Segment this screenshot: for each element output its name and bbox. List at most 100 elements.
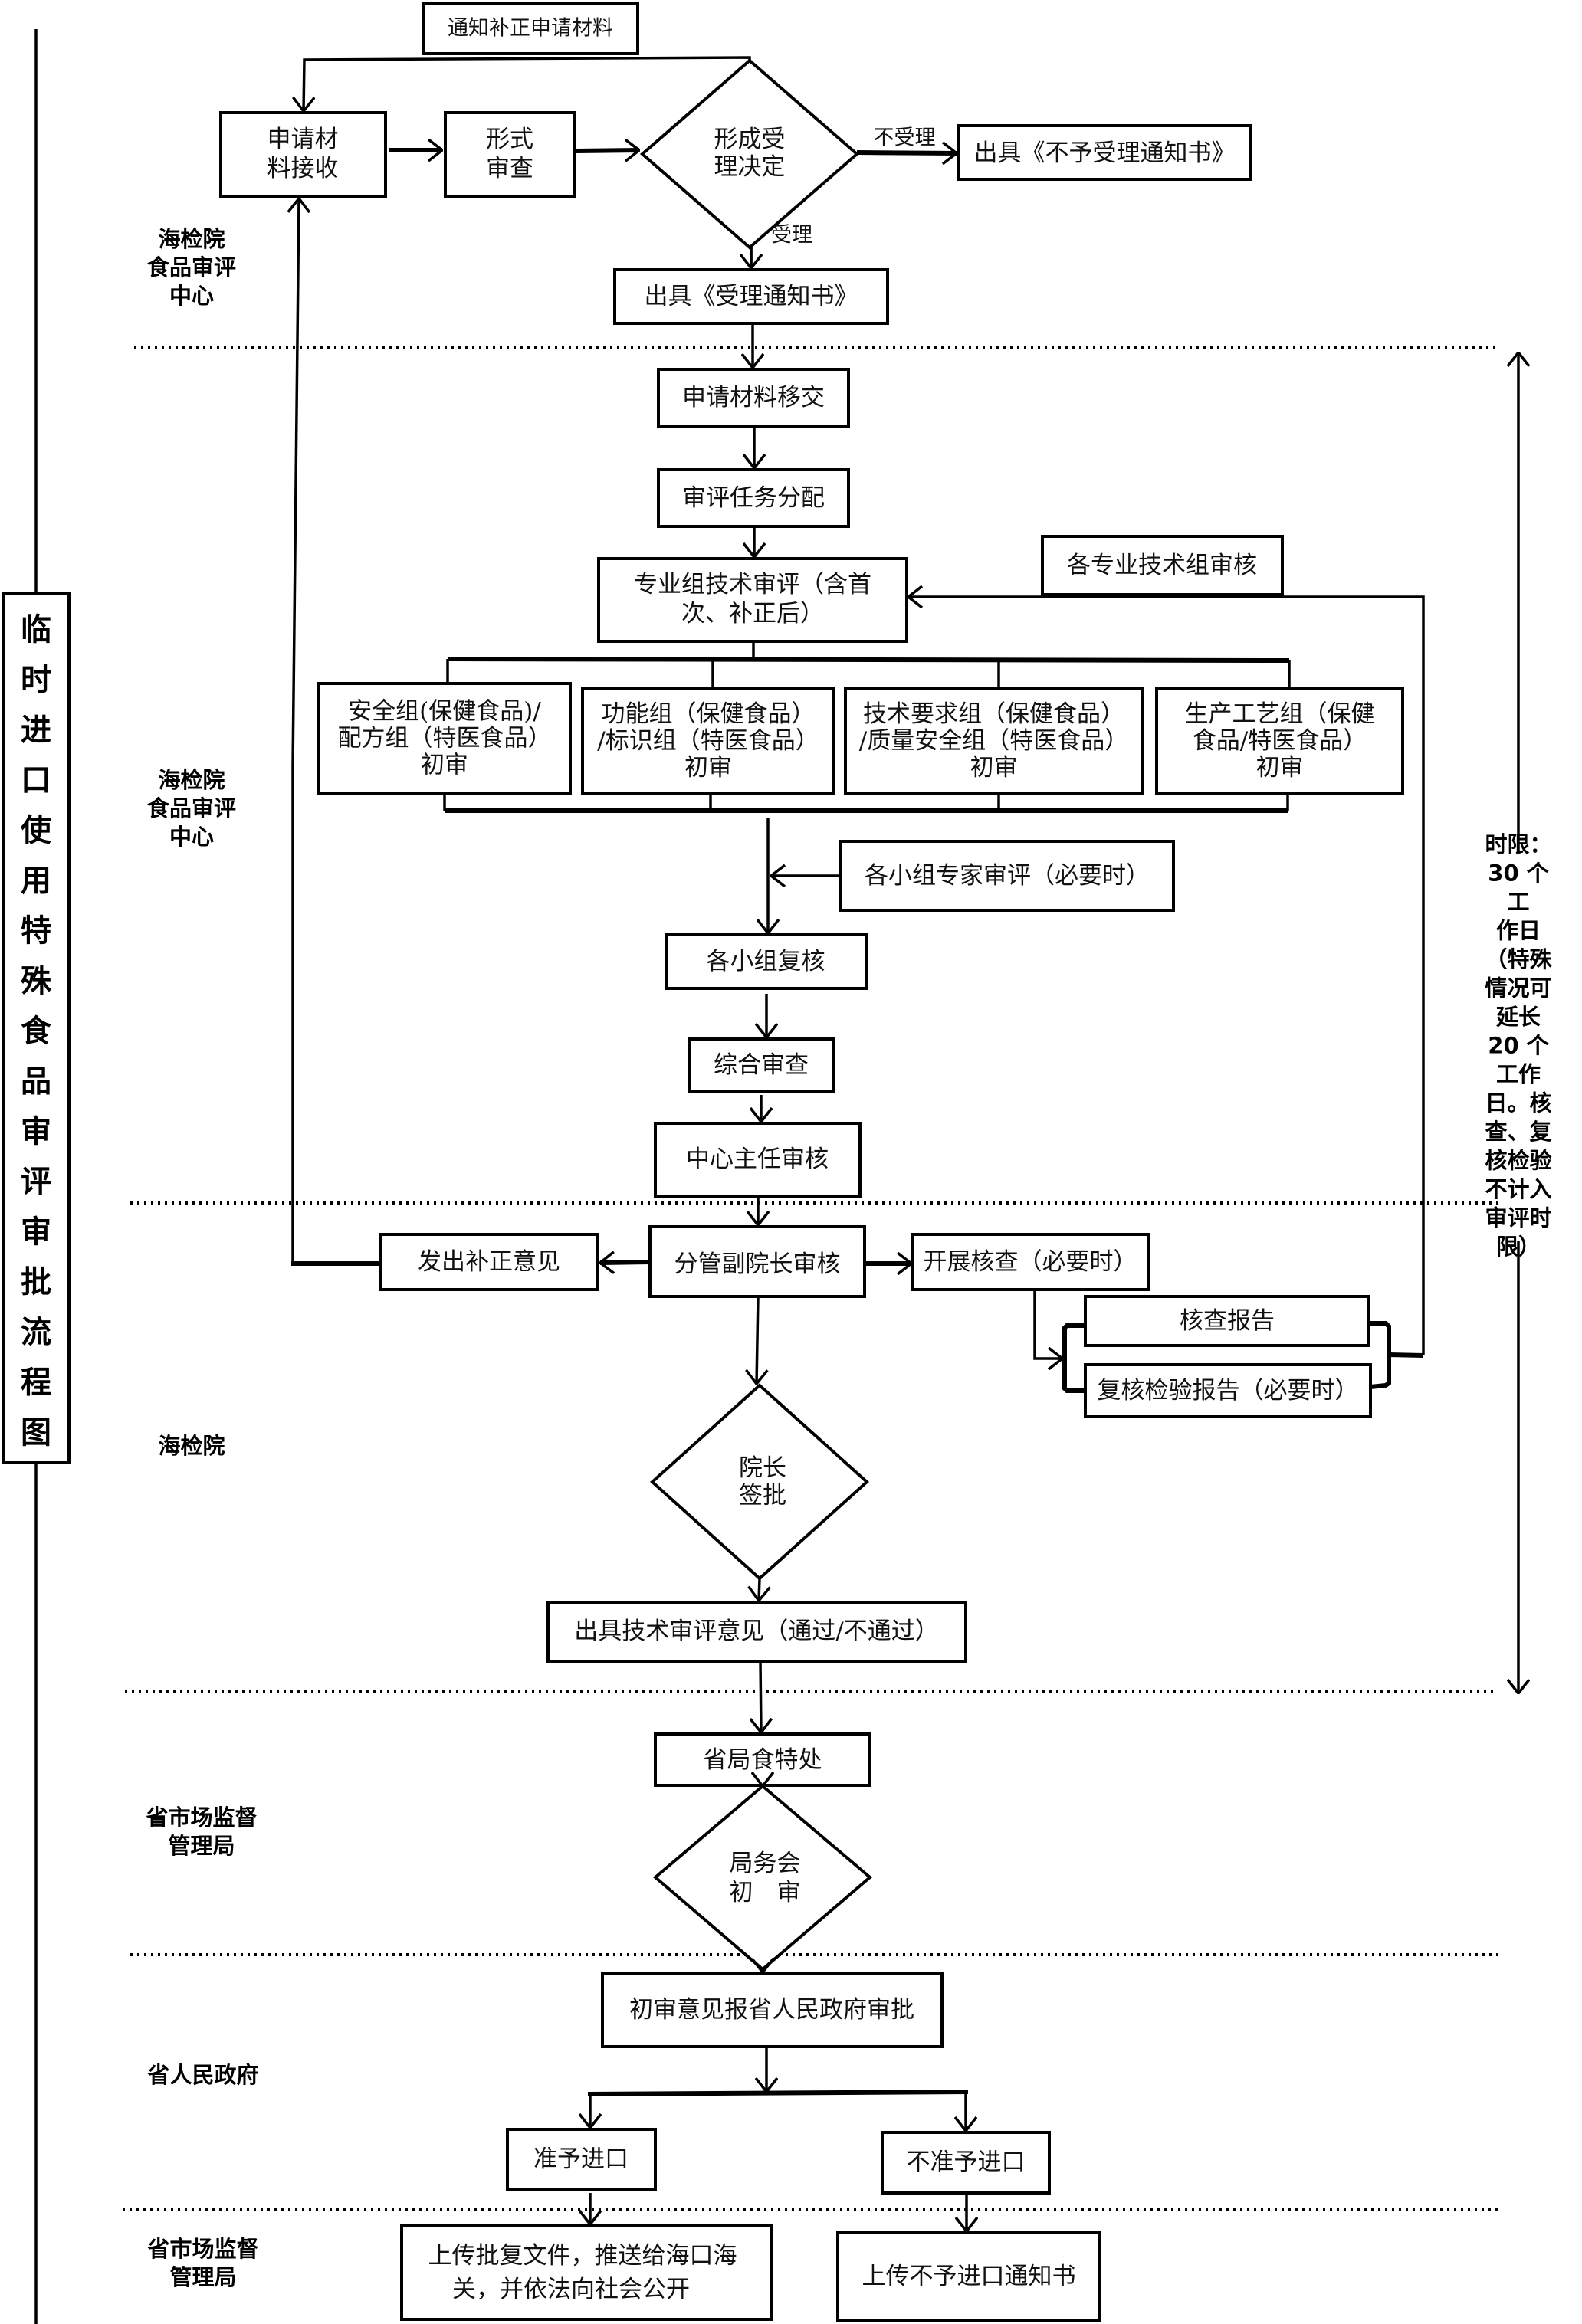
inspection-box[interactable] — [911, 1233, 1150, 1291]
split-bus — [447, 657, 1290, 663]
review-group-label: 初审 — [1256, 754, 1304, 782]
food-dept-label: 省局食特处 — [704, 1746, 822, 1774]
reject-box[interactable] — [881, 2131, 1051, 2195]
approve-box[interactable] — [506, 2128, 657, 2191]
time-limit-line: 查、复 — [1485, 1119, 1551, 1145]
gov-split-bus — [587, 2090, 969, 2096]
time-limit-line: 时限： — [1485, 831, 1551, 857]
review-group-label: 食品/特医食品） — [1193, 727, 1367, 755]
notify-supplement-box[interactable] — [422, 2, 639, 55]
review-group-rect[interactable] — [317, 682, 572, 795]
title-char: 流 — [21, 1315, 51, 1350]
title-box — [2, 592, 71, 1464]
title-char: 审 — [21, 1114, 51, 1149]
time-limit-line: 不计入 — [1485, 1176, 1551, 1202]
accept-label: 受理 — [771, 224, 812, 247]
transfer-label: 申请材料移交 — [682, 384, 825, 411]
arrow-to-issue-supplement — [600, 1262, 651, 1263]
receive-box[interactable] — [219, 111, 387, 198]
inspection-report-box[interactable] — [1084, 1295, 1370, 1347]
reject-label: 不准予进口 — [907, 2149, 1026, 2176]
bureau-meeting-label-2: 初 审 — [730, 1879, 801, 1906]
vice-president-box[interactable] — [648, 1225, 866, 1298]
lane-label-lane2: 中心 — [169, 824, 214, 850]
title-char: 用 — [21, 864, 51, 899]
time-limit-line: 限） — [1496, 1234, 1541, 1260]
review-group-box[interactable]: 功能组（保健食品）/标识组（特医食品）初审 — [581, 687, 835, 795]
review-group-label: 生产工艺组（保健 — [1185, 700, 1375, 728]
bureau-meeting-diamond[interactable] — [652, 1784, 873, 1972]
review-group-label: 功能组（保健食品） — [602, 700, 816, 728]
upload-approval-label-2: 关，并依法向社会公开 — [452, 2276, 690, 2303]
group-recheck-label: 各小组复核 — [707, 948, 825, 975]
time-limit-line: 日。核 — [1485, 1090, 1551, 1116]
lane-label-lane4: 省市场监督 — [146, 1804, 257, 1831]
upload-reject-box[interactable] — [836, 2231, 1101, 2322]
lane-label-lane5: 省人民政府 — [147, 2062, 258, 2088]
lane-label-lane6: 管理局 — [169, 2264, 236, 2290]
review-group-label: /质量安全组（特医食品） — [859, 727, 1128, 755]
bureau-meeting-label-1: 局务会 — [730, 1850, 801, 1877]
inspection-report-label: 核查报告 — [1180, 1307, 1275, 1335]
decision-diamond[interactable] — [639, 58, 860, 250]
title-char: 时 — [21, 663, 51, 698]
formal-review-label-2: 审查 — [486, 155, 533, 182]
formal-review-label-1: 形式 — [486, 126, 533, 153]
review-group-label: 技术要求组（保健食品） — [863, 700, 1124, 728]
title-char: 进 — [21, 713, 51, 748]
transfer-box[interactable] — [657, 368, 850, 428]
review-group-label: /标识组（特医食品） — [597, 727, 819, 755]
tech-review-label-1: 专业组技术审评（含首 — [634, 571, 871, 598]
title-char: 使 — [21, 813, 52, 848]
upload-reject-label: 上传不予进口通知书 — [862, 2263, 1076, 2290]
not-accept-notice-box[interactable] — [957, 124, 1252, 181]
expert-review-box[interactable] — [839, 840, 1175, 912]
tech-opinion-box[interactable] — [546, 1601, 967, 1663]
review-group-label: 初审 — [684, 754, 732, 782]
report-gov-box[interactable] — [601, 1972, 944, 2048]
comprehensive-box[interactable] — [688, 1037, 835, 1093]
president-sign-label-1: 院长 — [739, 1454, 786, 1482]
not-accept-label: 不受理 — [874, 126, 936, 150]
time-limit-line: 20 个 — [1488, 1033, 1549, 1059]
retest-report-box[interactable] — [1084, 1363, 1372, 1418]
arrow-to-president — [757, 1296, 758, 1384]
formal-review-box[interactable] — [444, 111, 576, 198]
time-limit-line: 情况可 — [1485, 975, 1551, 1001]
arrow-reports-to-tech-review — [908, 597, 1425, 1355]
review-group-box[interactable]: 安全组(保健食品)/配方组（特医食品）初审 — [317, 682, 572, 795]
title-char: 审 — [21, 1214, 51, 1250]
comprehensive-label: 综合审查 — [714, 1051, 809, 1079]
lane-label-lane1: 中心 — [169, 283, 214, 309]
time-limit-line: 30 个 — [1488, 860, 1549, 887]
accept-notice-box[interactable] — [613, 268, 889, 325]
not-accept-notice-label: 出具《不予受理通知书》 — [974, 139, 1236, 167]
title-char: 图 — [21, 1415, 51, 1450]
review-group-rect[interactable] — [581, 687, 835, 795]
review-group-rect[interactable] — [1155, 687, 1404, 795]
arrow-formal-to-decision — [576, 150, 639, 151]
group-recheck-box[interactable] — [665, 933, 868, 990]
accept-notice-label: 出具《受理通知书》 — [645, 283, 858, 310]
time-limit-line: 工作 — [1496, 1061, 1541, 1087]
director-review-box[interactable] — [654, 1122, 862, 1198]
group-audit-label: 各专业技术组审核 — [1067, 552, 1257, 579]
review-groups: 安全组(保健食品)/配方组（特医食品）初审功能组（保健食品）/标识组（特医食品）… — [317, 682, 1404, 795]
inspection-label: 开展核查（必要时） — [924, 1248, 1137, 1276]
group-audit-box[interactable] — [1041, 535, 1284, 596]
tech-review-box[interactable] — [597, 557, 908, 643]
lane-labels: 海检院食品审评中心海检院食品审评中心海检院省市场监督管理局省人民政府省市场监督管… — [146, 226, 258, 2290]
director-review-label: 中心主任审核 — [686, 1146, 829, 1173]
notify-supplement-label: 通知补正申请材料 — [448, 17, 613, 41]
upload-approval-box[interactable] — [400, 2224, 773, 2321]
receive-label-2: 料接收 — [267, 155, 339, 182]
assign-label: 审评任务分配 — [682, 484, 825, 512]
review-group-box[interactable]: 技术要求组（保健食品）/质量安全组（特医食品）初审 — [844, 687, 1144, 795]
review-group-label: 初审 — [970, 754, 1018, 782]
review-group-box[interactable]: 生产工艺组（保健食品/特医食品）初审 — [1155, 687, 1404, 795]
review-group-rect[interactable] — [844, 687, 1144, 795]
lane-label-lane1: 海检院 — [158, 226, 225, 252]
assign-box[interactable] — [657, 468, 850, 528]
